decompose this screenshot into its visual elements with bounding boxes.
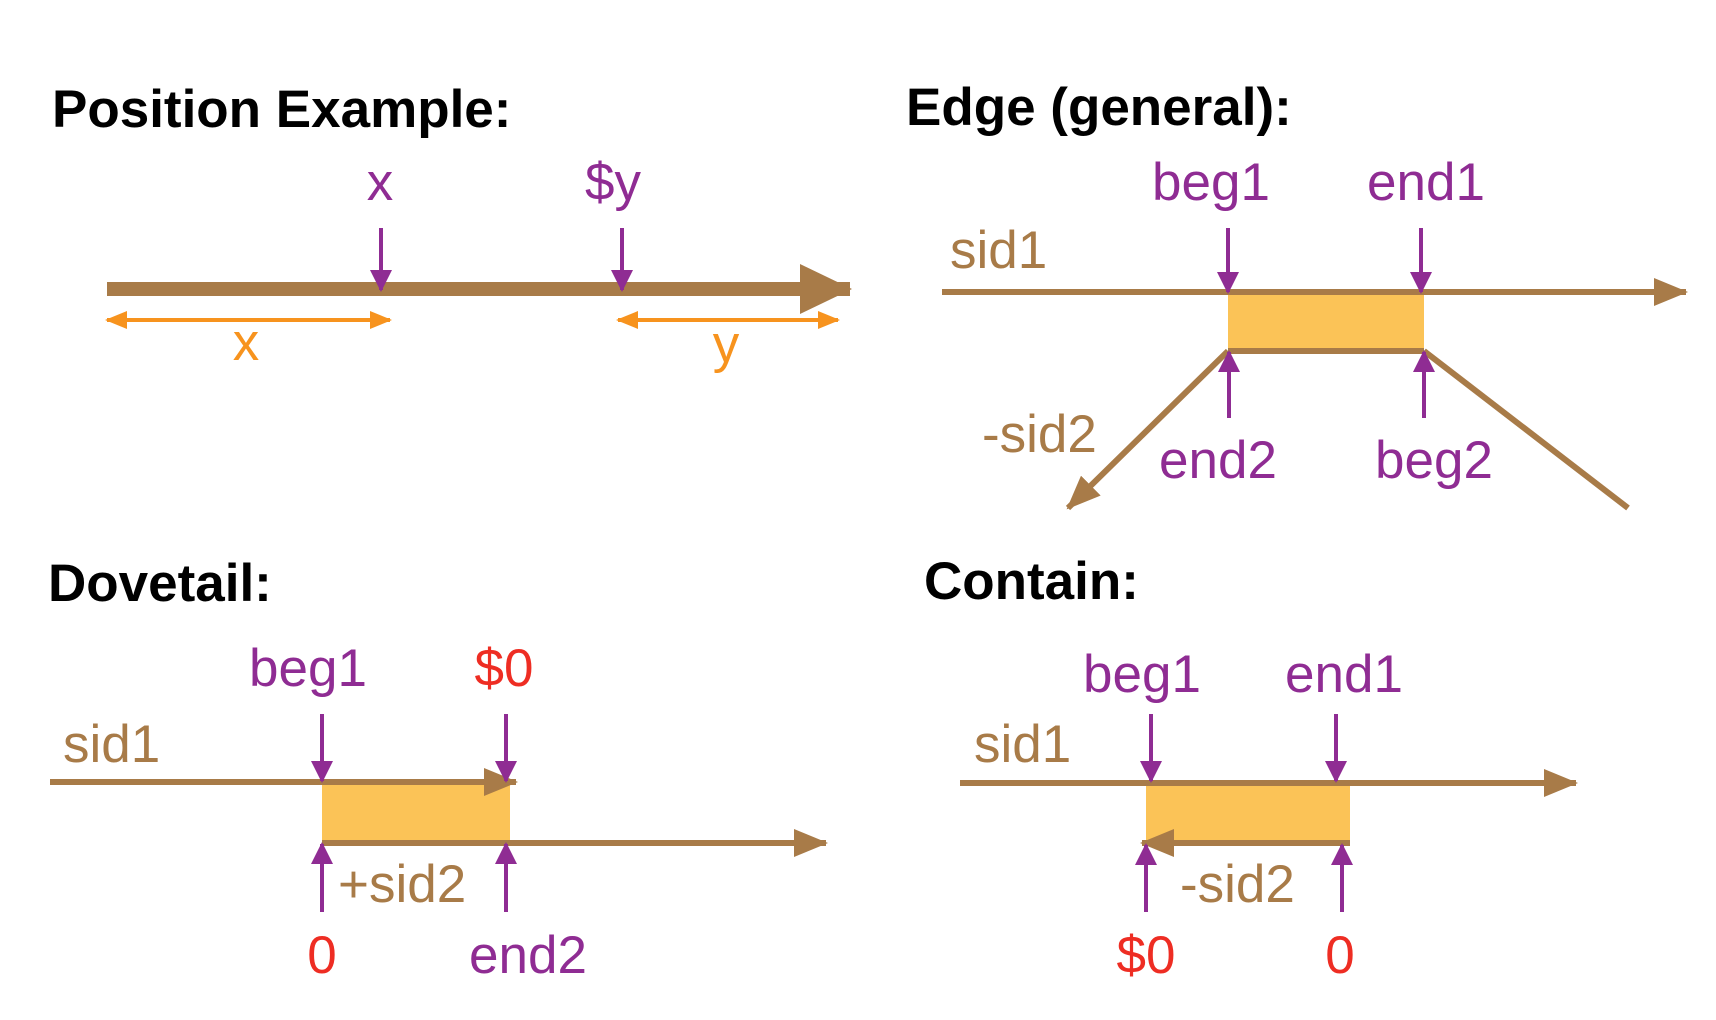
dovetail-title: Dovetail: — [48, 554, 272, 613]
edge-panel: Edge (general): sid1 -sid2 beg1 end1 end… — [906, 78, 1688, 511]
overlap-region — [322, 782, 510, 842]
y-distance-label: y — [713, 315, 740, 374]
beg1-label: beg1 — [249, 639, 367, 698]
overlap-region — [1228, 292, 1424, 352]
end2-label: end2 — [1159, 431, 1277, 490]
sid2-right-line — [1422, 348, 1630, 511]
x-position-label: x — [367, 153, 394, 212]
zero-label: 0 — [1325, 926, 1354, 985]
beg1-label: beg1 — [1152, 153, 1270, 212]
position-example-title: Position Example: — [52, 80, 511, 139]
sid1-label: sid1 — [950, 221, 1047, 280]
position-example-panel: Position Example: x $y x y — [52, 80, 852, 374]
contain-title: Contain: — [924, 552, 1139, 611]
dollar0-label: $0 — [475, 639, 534, 698]
sid1-label: sid1 — [974, 715, 1071, 774]
edge-title: Edge (general): — [906, 78, 1292, 137]
y-position-label: $y — [585, 153, 641, 212]
neg-sid2-label: -sid2 — [982, 405, 1097, 464]
beg2-label: beg2 — [1375, 431, 1493, 490]
zero-label: 0 — [307, 926, 336, 985]
plus-sid2-label: +sid2 — [338, 855, 466, 914]
beg1-label: beg1 — [1083, 645, 1201, 704]
end2-label: end2 — [469, 926, 587, 985]
x-distance-label: x — [233, 313, 260, 372]
dovetail-panel: Dovetail: sid1 +sid2 beg1 $0 0 end2 — [48, 554, 828, 985]
sid2-left-line — [1065, 348, 1231, 511]
end1-label: end1 — [1285, 645, 1403, 704]
end1-label: end1 — [1367, 153, 1485, 212]
sid1-label: sid1 — [63, 715, 160, 774]
overlap-region — [1146, 782, 1350, 844]
contain-panel: Contain: sid1 -sid2 beg1 end1 $0 0 — [924, 552, 1578, 985]
dollar0-label: $0 — [1117, 926, 1176, 985]
neg-sid2-label: -sid2 — [1180, 855, 1295, 914]
